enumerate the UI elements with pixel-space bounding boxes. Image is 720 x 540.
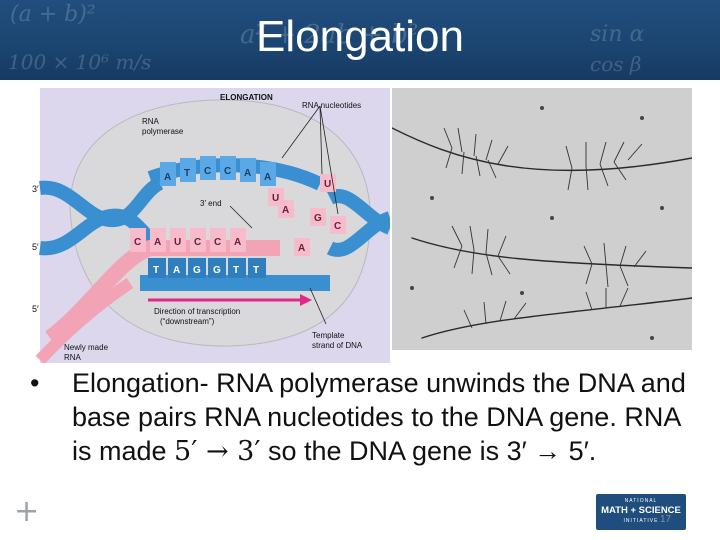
plus-icon: + bbox=[14, 494, 40, 529]
free-nucleotide: U bbox=[272, 193, 279, 204]
header-formula: cos β bbox=[590, 52, 642, 76]
bullet-direction-rna: 5′ → 3′ bbox=[174, 436, 261, 467]
strand-end-label: 5′ bbox=[32, 304, 39, 314]
template-base: T bbox=[233, 265, 239, 276]
logo-line: NATIONAL bbox=[624, 498, 658, 504]
elongation-diagram: A T C C A A C A U C C A T A G G T T U G … bbox=[32, 88, 390, 363]
template-base: G bbox=[193, 265, 201, 276]
rna-base: A bbox=[234, 237, 241, 248]
bullet-marker: • bbox=[30, 368, 40, 398]
logo-line: MATH + SCIENCE bbox=[601, 505, 681, 516]
header-formula: (a + b)² bbox=[10, 2, 96, 27]
free-nucleotide: U bbox=[324, 179, 331, 190]
header-formula: 100 × 10⁶ m/s bbox=[8, 50, 152, 74]
rna-base: C bbox=[134, 237, 141, 248]
free-nucleotide: A bbox=[282, 205, 289, 216]
end3-label: 3′ end bbox=[200, 199, 222, 208]
diagram-heading: ELONGATION bbox=[220, 93, 273, 102]
newly-made-label: Newly made bbox=[64, 343, 109, 352]
free-nucleotide: A bbox=[298, 243, 305, 254]
logo-line: INITIATIVE bbox=[623, 518, 659, 524]
title-bar: (a + b)² a² + 2ab + b² sin α 100 × 10⁶ m… bbox=[0, 0, 720, 80]
template-label: Template bbox=[312, 331, 345, 340]
nms-logo: NATIONAL MATH + SCIENCE INITIATIVE bbox=[596, 494, 686, 530]
rna-base: C bbox=[194, 237, 201, 248]
polymerase-label: polymerase bbox=[142, 127, 184, 136]
dna-base: C bbox=[224, 166, 231, 177]
template-base: T bbox=[253, 265, 259, 276]
dna-base: A bbox=[264, 172, 271, 183]
rna-base: C bbox=[214, 237, 221, 248]
header-formula: sin α bbox=[590, 22, 645, 47]
strand-end-label: 3′ bbox=[32, 184, 39, 194]
free-nucleotide: C bbox=[334, 221, 341, 232]
header-formula: a² + 2ab + b² bbox=[240, 20, 419, 50]
rna-base: A bbox=[154, 237, 161, 248]
polymerase-label: RNA bbox=[142, 117, 160, 126]
rna-nucleotides-label: RNA nucleotides bbox=[302, 101, 361, 110]
page-number: 17 bbox=[660, 514, 672, 525]
bullet-text-part: . bbox=[588, 436, 597, 466]
micrograph-image bbox=[392, 88, 692, 350]
direction-label: Direction of transcription bbox=[154, 307, 240, 316]
dna-base: A bbox=[244, 168, 251, 179]
dna-base: C bbox=[204, 166, 211, 177]
template-base: T bbox=[153, 265, 159, 276]
bullet-text-part: Elongation- RNA polymerase unwinds the D… bbox=[72, 368, 686, 466]
dna-base: A bbox=[164, 172, 171, 183]
direction-label: (“downstream”) bbox=[160, 317, 215, 326]
newly-made-label: RNA bbox=[64, 353, 82, 362]
rna-base: U bbox=[174, 237, 181, 248]
template-base: A bbox=[173, 265, 180, 276]
template-label: strand of DNA bbox=[312, 341, 363, 350]
dna-base: T bbox=[184, 168, 190, 179]
bullet-direction-dna: 3′ → 5′ bbox=[506, 436, 589, 466]
free-nucleotide: G bbox=[314, 213, 322, 224]
slide-title: Elongation bbox=[256, 12, 464, 61]
bullet-text-part: so the DNA gene is bbox=[260, 436, 507, 466]
template-base: G bbox=[213, 265, 221, 276]
bullet-text: Elongation- RNA polymerase unwinds the D… bbox=[72, 366, 692, 469]
strand-end-label: 5′ bbox=[32, 242, 39, 252]
